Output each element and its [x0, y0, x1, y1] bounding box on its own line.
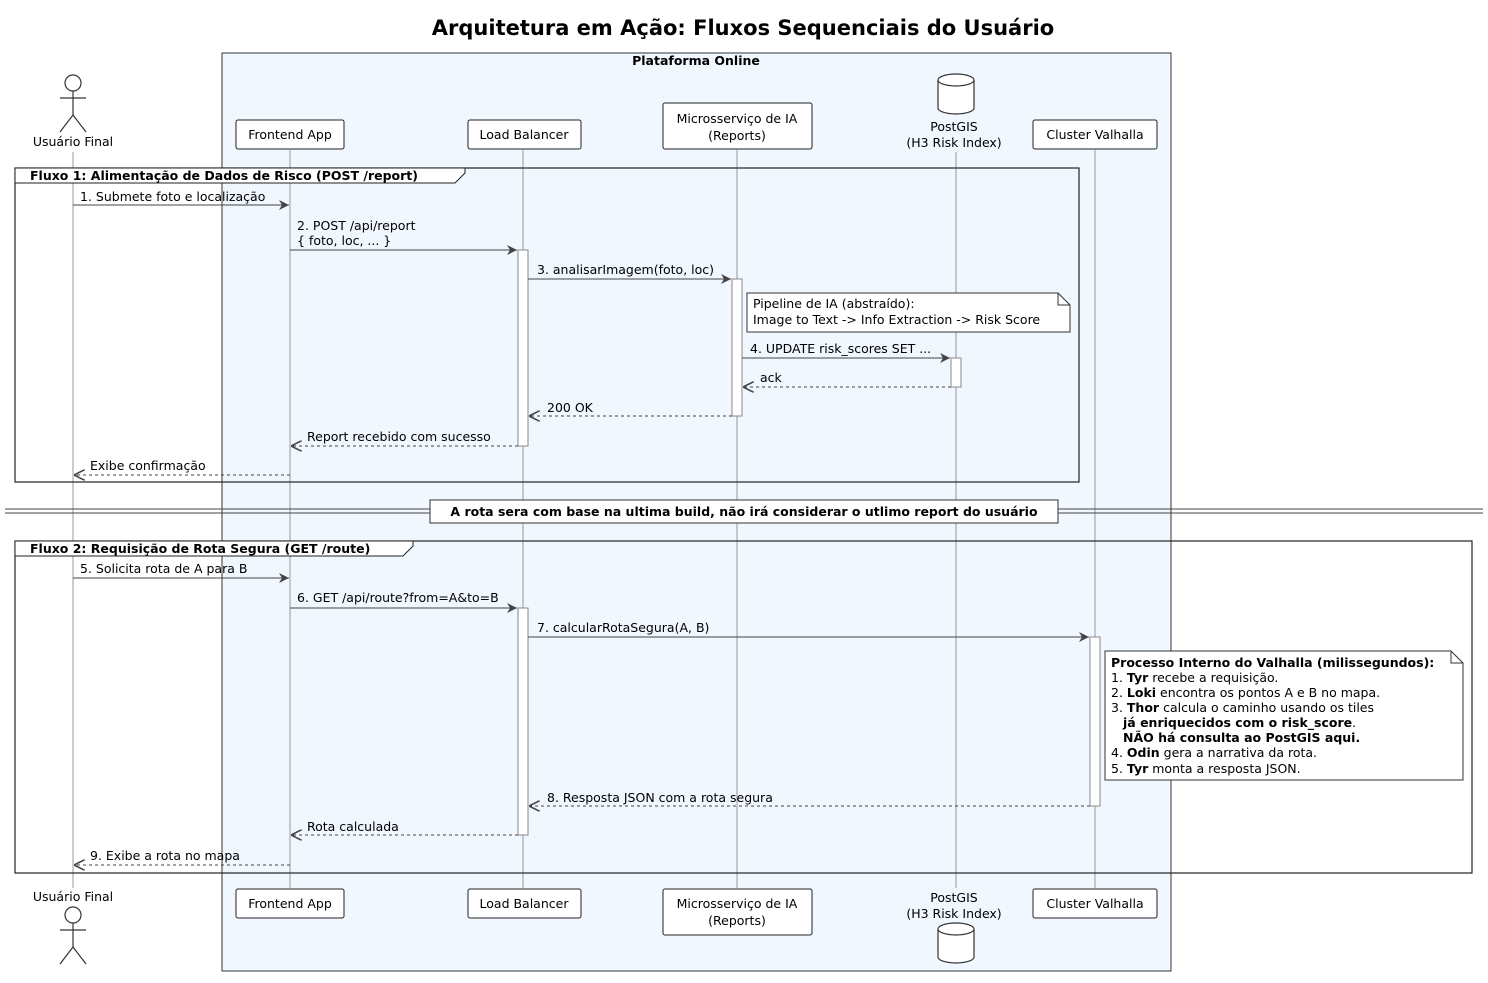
svg-text:4. Odin gera a narrativa da ro: 4. Odin gera a narrativa da rota. [1111, 745, 1317, 760]
activation-valhalla-2 [1089, 636, 1101, 807]
note-ia-pipeline: Pipeline de IA (abstraído): Image to Tex… [746, 292, 1071, 333]
activation-lb-1 [517, 249, 529, 447]
activation-postgis-1 [950, 357, 962, 388]
diagram-title: Arquitetura em Ação: Fluxos Sequenciais … [432, 16, 1054, 40]
message-3: 3. analisarImagem(foto, loc) [528, 262, 731, 284]
svg-text:1. Tyr recebe a requisição.: 1. Tyr recebe a requisição. [1111, 670, 1278, 685]
svg-text:Pipeline de IA (abstraído):: Pipeline de IA (abstraído): [753, 296, 915, 311]
svg-text:6. GET /api/route?from=A&to=B: 6. GET /api/route?from=A&to=B [297, 590, 499, 605]
actor-icon [59, 906, 87, 965]
svg-text:4. UPDATE risk_scores SET ...: 4. UPDATE risk_scores SET ... [750, 341, 931, 356]
svg-text:1. Submete foto e localização: 1. Submete foto e localização [80, 189, 265, 204]
message-4: 4. UPDATE risk_scores SET ... [742, 341, 950, 363]
participant-frontend-top: Frontend App [235, 119, 345, 150]
svg-text:8. Resposta JSON com a rota se: 8. Resposta JSON com a rota segura [547, 790, 773, 805]
svg-text:3. analisarImagem(foto, loc): 3. analisarImagem(foto, loc) [537, 262, 714, 277]
svg-text:NÃO há consulta ao PostGIS aqu: NÃO há consulta ao PostGIS aqui. [1123, 730, 1360, 745]
message-2: 2. POST /api/report { foto, loc, ... } [290, 218, 517, 255]
message-ack: ack [743, 370, 951, 387]
svg-text:(Reports): (Reports) [708, 128, 766, 143]
svg-text:Cluster Valhalla: Cluster Valhalla [1046, 127, 1143, 142]
message-5: 5. Solicita rota de A para B [73, 561, 289, 583]
svg-text:7. calcularRotaSegura(A, B): 7. calcularRotaSegura(A, B) [537, 620, 709, 635]
svg-text:Report recebido com sucesso: Report recebido com sucesso [307, 429, 491, 444]
svg-text:Usuário Final: Usuário Final [33, 889, 113, 904]
svg-text:2. POST /api/report: 2. POST /api/report [297, 218, 416, 233]
svg-text:Processo Interno do Valhalla (: Processo Interno do Valhalla (milissegun… [1111, 655, 1434, 670]
message-8: 8. Resposta JSON com a rota segura [529, 790, 1090, 806]
svg-text:Cluster Valhalla: Cluster Valhalla [1046, 896, 1143, 911]
message-1: 1. Submete foto e localização [73, 189, 289, 210]
message-9: 9. Exibe a rota no mapa [74, 848, 290, 865]
svg-text:Microsserviço de IA: Microsserviço de IA [677, 111, 798, 126]
activation-lb-2 [517, 607, 529, 836]
note-valhalla-process: Processo Interno do Valhalla (milissegun… [1104, 650, 1464, 781]
divider: A rota sera com base na ultima build, nã… [5, 499, 1483, 524]
svg-text:(H3 Risk Index): (H3 Risk Index) [906, 135, 1001, 150]
activation-ia-1 [731, 278, 743, 417]
participant-lb-top: Load Balancer [467, 119, 582, 150]
actor-icon [59, 74, 87, 133]
svg-text:(H3 Risk Index): (H3 Risk Index) [906, 906, 1001, 921]
divider-text: A rota sera com base na ultima build, nã… [450, 504, 1038, 519]
message-exibe-confirmacao: Exibe confirmação [74, 458, 290, 475]
svg-text:Frontend App: Frontend App [248, 127, 332, 142]
participant-lb-bottom: Load Balancer [467, 888, 582, 919]
svg-text:PostGIS: PostGIS [930, 119, 978, 134]
message-7: 7. calcularRotaSegura(A, B) [528, 620, 1089, 642]
participant-ia-bottom: Microsserviço de IA (Reports) [662, 888, 813, 936]
participant-user-bottom: Usuário Final [33, 889, 113, 965]
svg-text:Usuário Final: Usuário Final [33, 134, 113, 149]
svg-text:3. Thor calcula o caminho usan: 3. Thor calcula o caminho usando os tile… [1111, 700, 1374, 715]
svg-text:200 OK: 200 OK [547, 400, 594, 415]
frame-fluxo-1: Fluxo 1: Alimentação de Dados de Risco (… [14, 167, 1080, 483]
participant-valhalla-bottom: Cluster Valhalla [1032, 888, 1158, 919]
svg-text:9. Exibe a rota no mapa: 9. Exibe a rota no mapa [90, 848, 240, 863]
message-rota-calculada: Rota calculada [291, 819, 518, 835]
database-icon [937, 922, 975, 964]
svg-text:(Reports): (Reports) [708, 913, 766, 928]
participant-postgis-bottom: PostGIS (H3 Risk Index) [906, 890, 1002, 964]
participant-valhalla-top: Cluster Valhalla [1032, 119, 1158, 150]
svg-text:Load Balancer: Load Balancer [480, 127, 570, 142]
participant-postgis-top: PostGIS (H3 Risk Index) [906, 73, 1002, 150]
frame-fluxo-2-title: Fluxo 2: Requisição de Rota Segura (GET … [30, 541, 370, 556]
database-icon [937, 73, 975, 115]
svg-text:5. Solicita rota de A para B: 5. Solicita rota de A para B [80, 561, 247, 576]
participant-ia-top: Microsserviço de IA (Reports) [662, 102, 813, 150]
svg-text:ack: ack [760, 370, 783, 385]
svg-text:já enriquecidos com o risk_sco: já enriquecidos com o risk_score. [1122, 715, 1356, 731]
message-6: 6. GET /api/route?from=A&to=B [290, 590, 517, 613]
svg-text:5. Tyr monta a resposta JSON.: 5. Tyr monta a resposta JSON. [1111, 761, 1301, 776]
svg-text:Frontend App: Frontend App [248, 896, 332, 911]
participant-user-top: Usuário Final [33, 74, 113, 149]
svg-text:2. Loki encontra os pontos A e: 2. Loki encontra os pontos A e B no mapa… [1111, 685, 1380, 700]
message-report-recebido: Report recebido com sucesso [291, 429, 518, 446]
svg-text:Microsserviço de IA: Microsserviço de IA [677, 896, 798, 911]
svg-text:PostGIS: PostGIS [930, 890, 978, 905]
platform-boundary-label: Plataforma Online [632, 53, 760, 68]
svg-text:Rota calculada: Rota calculada [307, 819, 399, 834]
frame-fluxo-1-title: Fluxo 1: Alimentação de Dados de Risco (… [30, 168, 418, 183]
svg-text:Load Balancer: Load Balancer [480, 896, 570, 911]
svg-text:Image to Text -> Info Extracti: Image to Text -> Info Extraction -> Risk… [753, 312, 1040, 327]
participant-frontend-bottom: Frontend App [235, 888, 345, 919]
svg-text:Exibe confirmação: Exibe confirmação [90, 458, 206, 473]
message-200-ok: 200 OK [529, 400, 732, 416]
svg-text:{ foto, loc, ... }: { foto, loc, ... } [297, 233, 391, 248]
frame-fluxo-2: Fluxo 2: Requisição de Rota Segura (GET … [14, 540, 1473, 874]
